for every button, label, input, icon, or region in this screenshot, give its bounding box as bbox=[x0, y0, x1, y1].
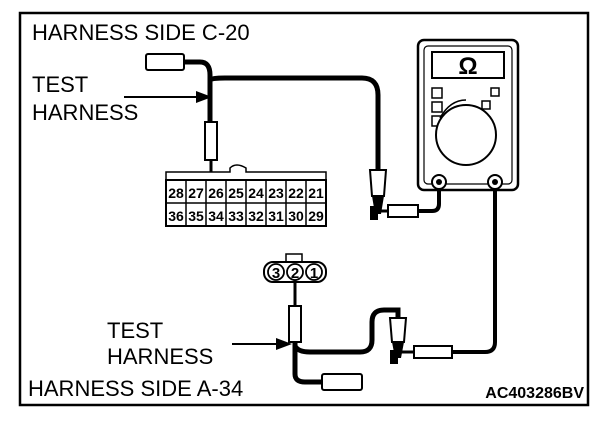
c20-pin: 34 bbox=[208, 208, 224, 224]
test-harness-bottom-label-line1: TEST bbox=[107, 318, 163, 343]
meter-lead-top bbox=[368, 169, 441, 220]
test-harness-bottom-label-line2: HARNESS bbox=[107, 344, 213, 369]
c20-pin: 27 bbox=[188, 185, 204, 201]
test-harness-top bbox=[145, 53, 381, 190]
c20-pin: 23 bbox=[268, 185, 284, 201]
c20-pin: 21 bbox=[308, 185, 324, 201]
test-harness-top-label-line2: HARNESS bbox=[32, 100, 138, 125]
figure-code: AC403286BV bbox=[485, 385, 584, 402]
test-harness-top-label-line1: TEST bbox=[32, 72, 88, 97]
c20-pin: 26 bbox=[208, 185, 224, 201]
harness-side-top-label: HARNESS SIDE C-20 bbox=[32, 20, 250, 45]
connector-c20: 28 27 26 25 24 23 22 21 36 35 34 33 32 3… bbox=[165, 164, 327, 227]
connector-a34: 3 2 1 bbox=[263, 253, 327, 283]
pointer-arrow-icon bbox=[232, 338, 292, 350]
c20-pin: 28 bbox=[168, 185, 184, 201]
a34-pin: 3 bbox=[272, 265, 280, 282]
c20-pin: 33 bbox=[228, 208, 244, 224]
c20-pin: 35 bbox=[188, 208, 204, 224]
c20-pin: 22 bbox=[288, 185, 304, 201]
diagram-frame bbox=[18, 11, 590, 407]
c20-pin: 32 bbox=[248, 208, 264, 224]
c20-pin: 31 bbox=[268, 208, 284, 224]
pointer-arrow-icon bbox=[124, 91, 212, 103]
c20-pin: 29 bbox=[308, 208, 324, 224]
c20-pin: 24 bbox=[248, 185, 264, 201]
a34-pin: 2 bbox=[291, 265, 299, 282]
c20-pin: 30 bbox=[288, 208, 304, 224]
ohmmeter-icon: Ω bbox=[416, 38, 520, 192]
c20-pin: 36 bbox=[168, 208, 184, 224]
a34-pin: 1 bbox=[310, 265, 318, 282]
ohm-symbol-icon: Ω bbox=[458, 53, 477, 80]
test-harness-bottom bbox=[288, 280, 401, 391]
c20-pin: 25 bbox=[228, 185, 244, 201]
meter-lead-bottom bbox=[388, 189, 497, 364]
harness-side-bottom-label: HARNESS SIDE A-34 bbox=[28, 376, 243, 401]
